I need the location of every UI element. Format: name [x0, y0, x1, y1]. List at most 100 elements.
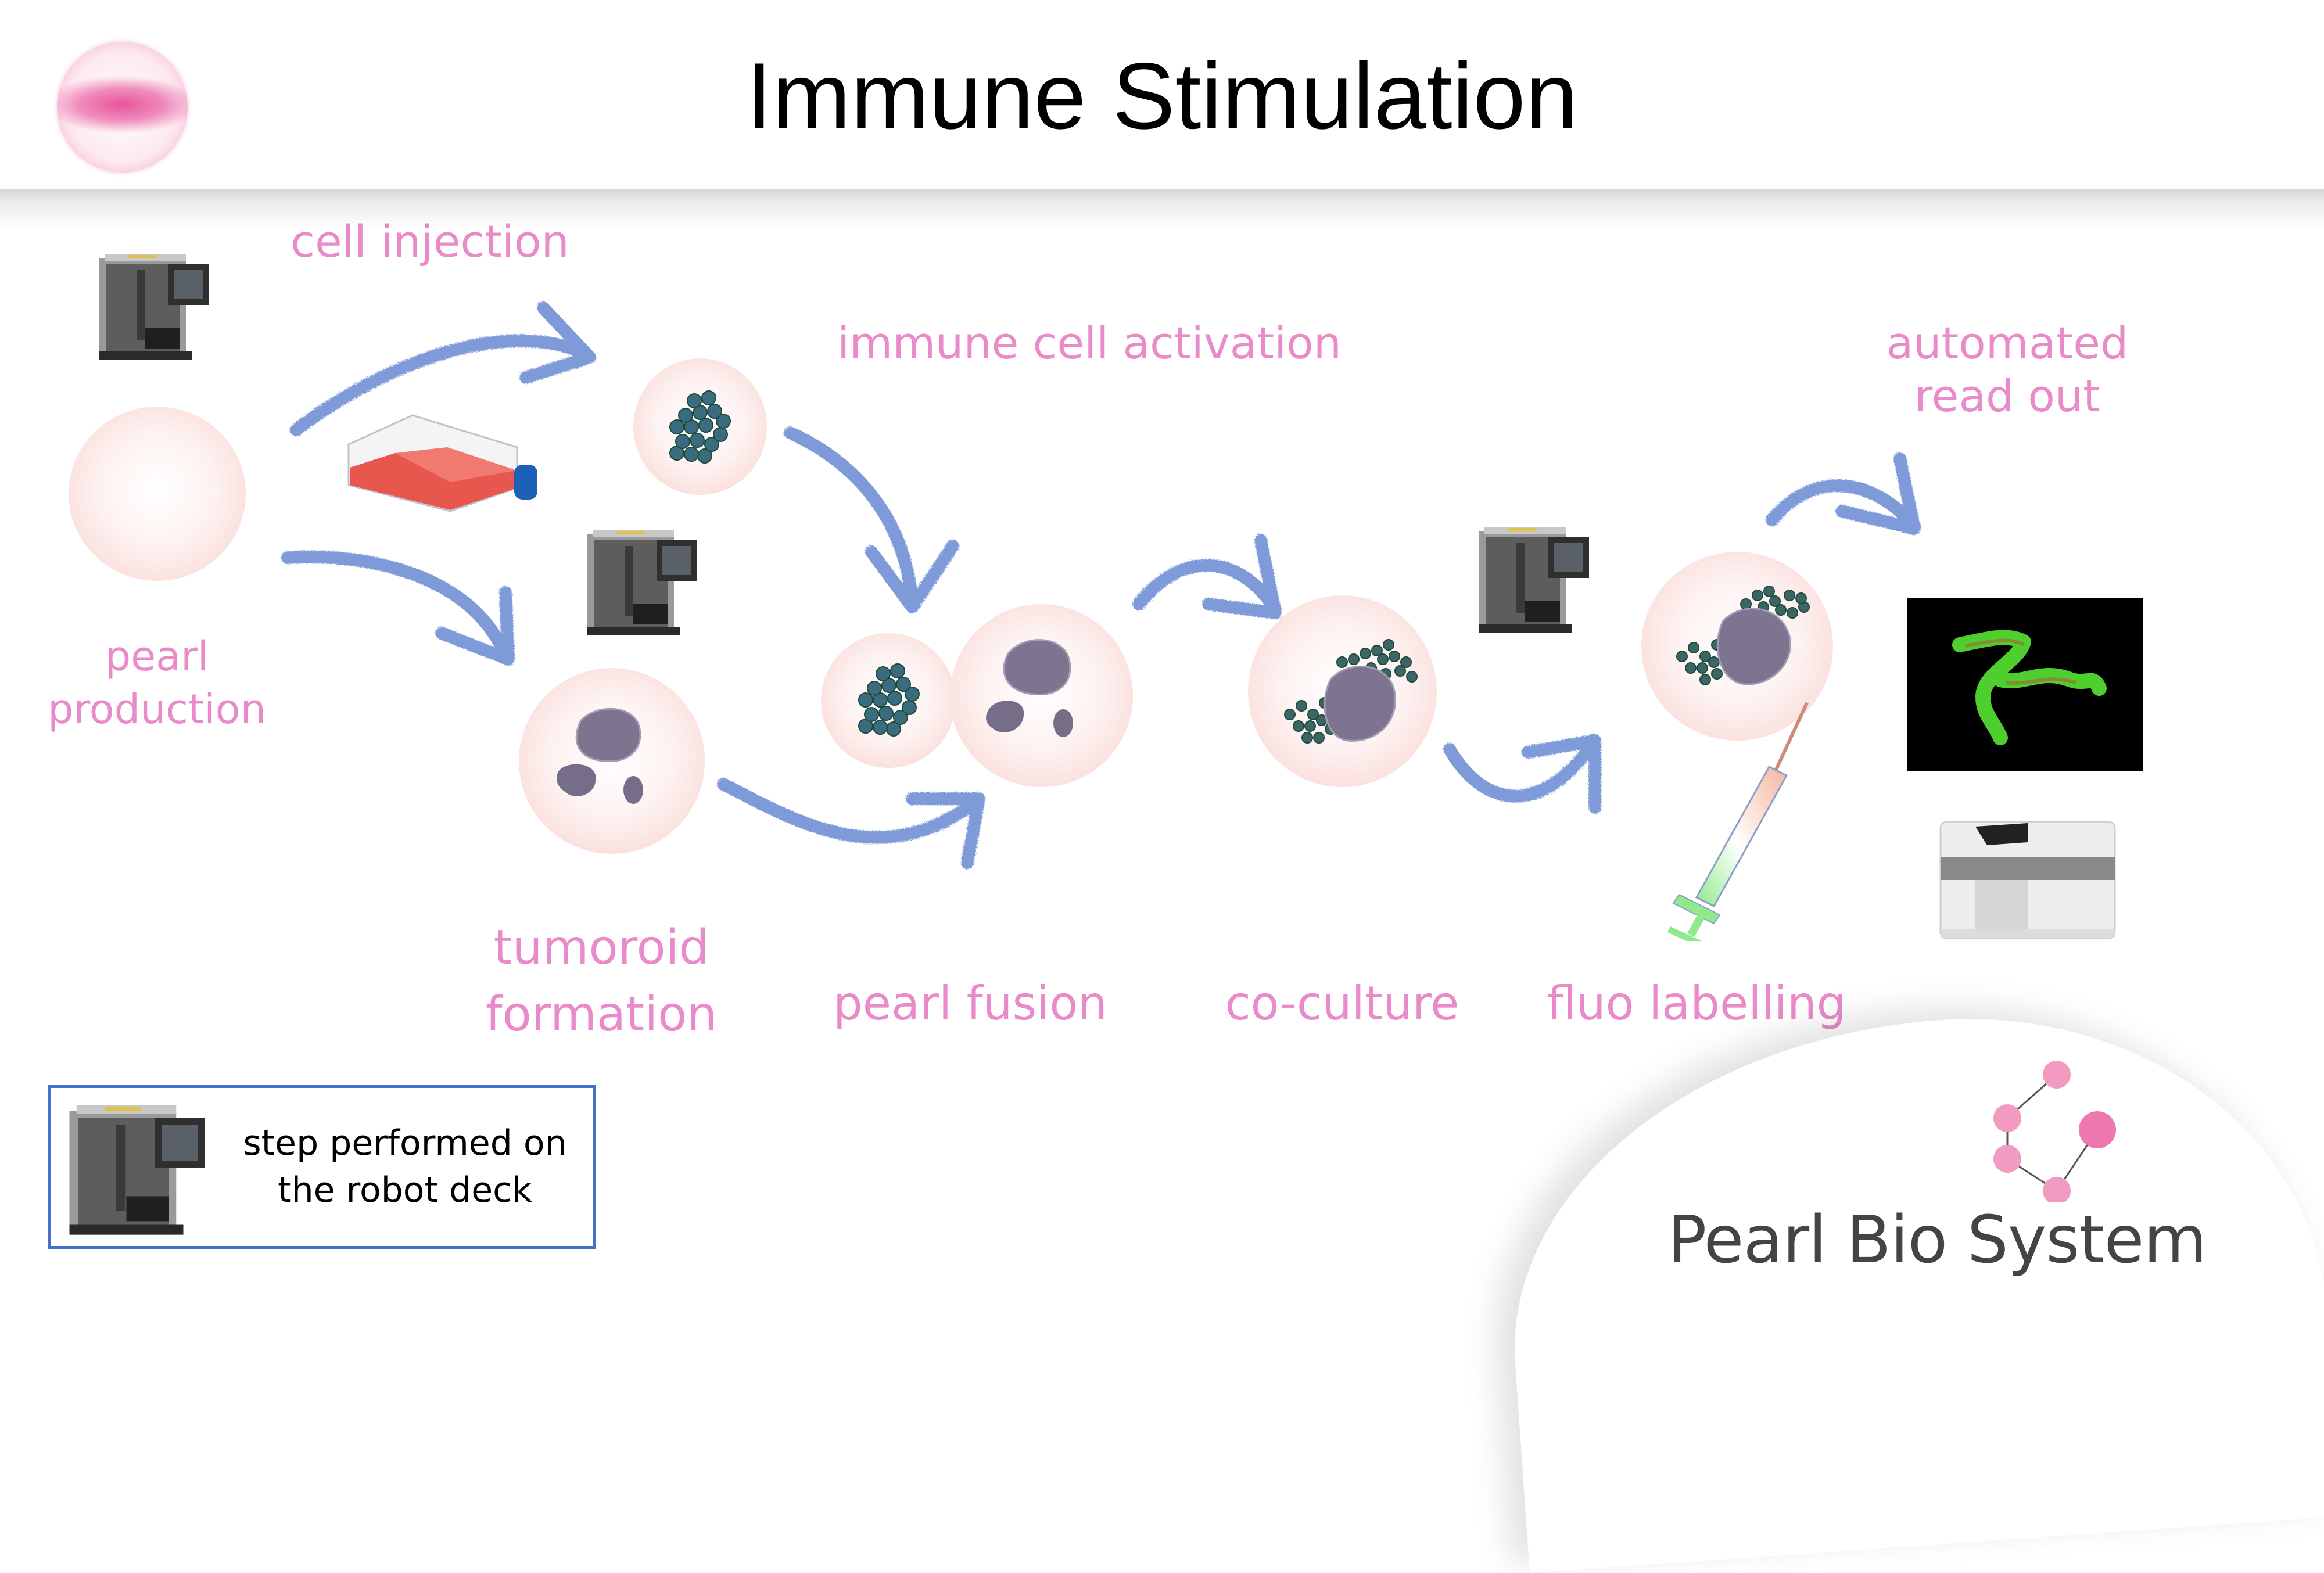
immune-cell	[675, 434, 690, 449]
immune-cell	[713, 427, 728, 442]
fluorescent-tumoroid	[1952, 630, 2107, 745]
immune-cell	[1711, 668, 1723, 680]
legend-line: step performed on	[243, 1123, 567, 1163]
label-fluo-labelling: fluo labelling	[1547, 976, 1846, 1030]
arrow-to-tumoroid	[281, 550, 515, 666]
immune-cell	[878, 706, 894, 721]
label-cell-injection: cell injection	[290, 216, 569, 267]
immune-cell	[1752, 590, 1763, 601]
label-immune-cell-activation: immune cell activation	[837, 317, 1342, 369]
empty-pearl	[69, 407, 246, 581]
arrow-to-co-culture	[1132, 534, 1282, 619]
immune-cells-cluster	[669, 390, 731, 464]
brand-name: Pearl Bio System	[1667, 1202, 2207, 1278]
immune-cell	[690, 433, 705, 448]
immune-cell	[687, 393, 702, 408]
robot-icon	[587, 530, 697, 635]
immune-cell	[896, 677, 911, 692]
immune-cell	[678, 408, 693, 423]
immune-cell	[1383, 639, 1394, 651]
label-line: tumoroid	[493, 920, 709, 975]
immune-cell	[1348, 653, 1360, 665]
culture-flask-icon	[347, 414, 537, 512]
immune-cells-cluster	[858, 663, 920, 737]
immune-cell	[1795, 592, 1807, 604]
immune-cell	[1676, 651, 1688, 662]
immune-cell	[1699, 674, 1711, 685]
label-line: formation	[485, 986, 718, 1042]
arrow-to-fusion-bottom	[717, 778, 985, 869]
robot-icon	[99, 254, 209, 360]
molecule-logo-icon	[1993, 1061, 2116, 1202]
plate-reader-icon	[1939, 821, 2116, 939]
arrow-to-immune-pearl	[290, 301, 596, 436]
immune-cell	[1775, 604, 1787, 616]
immune-cell	[876, 666, 891, 681]
immune-cell	[1307, 709, 1319, 720]
pearl-logo-icon	[57, 42, 188, 173]
arrow-to-fusion-top	[784, 426, 959, 613]
immune-cell	[1284, 709, 1296, 720]
immune-cell	[1699, 651, 1711, 662]
immune-cell	[1293, 720, 1304, 732]
immune-cell	[698, 418, 713, 433]
label-pearl-production: pearl production	[23, 630, 290, 736]
immune-cell	[669, 419, 684, 434]
legend-box: step performed on the robot deck	[48, 1085, 596, 1249]
label-line: automated	[1886, 317, 2129, 369]
immune-cell	[1336, 656, 1348, 668]
fluorescence-microscopy-image	[1907, 598, 2143, 771]
immune-cell	[1685, 662, 1697, 674]
immune-cell	[1360, 648, 1371, 659]
immune-cell	[1301, 732, 1313, 744]
immune-cell	[1296, 700, 1307, 712]
syringe-icon	[1667, 702, 1809, 941]
co-culture-cells	[1284, 639, 1418, 744]
label-co-culture: co-culture	[1225, 976, 1459, 1030]
immune-cell	[707, 404, 722, 419]
immune-cell	[887, 691, 902, 706]
immune-cell	[890, 663, 905, 678]
slide-title: Immune Stimulation	[746, 44, 1578, 149]
immune-cell	[1400, 656, 1412, 668]
immune-cell	[902, 700, 917, 715]
immune-cell	[1389, 651, 1400, 662]
immune-cell	[1769, 595, 1781, 607]
immune-cell	[1377, 653, 1389, 665]
immune-cell	[1304, 720, 1316, 732]
immune-cell	[905, 687, 920, 702]
robot-icon	[69, 1105, 205, 1235]
tumoroid-cells	[986, 639, 1073, 737]
immune-cell	[1394, 665, 1406, 677]
slide-header	[0, 0, 2324, 189]
immune-cell	[1740, 598, 1752, 610]
immune-cell	[716, 414, 731, 429]
immune-cell	[1406, 671, 1418, 683]
immune-cell	[1371, 645, 1383, 656]
immune-cell	[684, 447, 699, 462]
immune-cell	[893, 710, 908, 725]
immune-cell	[873, 720, 888, 735]
immune-cell	[1784, 590, 1795, 601]
fusion-tumoroid-pearl	[950, 604, 1133, 787]
immune-cell	[1688, 642, 1699, 653]
legend-line: the robot deck	[278, 1170, 532, 1211]
label-line: read out	[1914, 370, 2100, 422]
label-line: production	[48, 685, 266, 733]
legend-description: step performed on the robot deck	[236, 1120, 573, 1214]
robot-icon	[1479, 527, 1589, 633]
immune-cell	[1697, 662, 1708, 674]
immune-cell	[1708, 656, 1720, 668]
header-divider	[0, 189, 2324, 229]
immune-cell	[858, 692, 873, 708]
label-pearl-fusion: pearl fusion	[833, 976, 1107, 1030]
immune-cell	[1787, 607, 1798, 619]
immune-cell	[704, 437, 719, 452]
arrow-to-readout	[1766, 452, 1921, 535]
immune-cell	[867, 681, 882, 696]
labelled-cells	[1676, 586, 1810, 685]
immune-cell	[701, 390, 716, 405]
immune-cell	[864, 707, 879, 722]
immune-cell	[1313, 732, 1325, 744]
label-tumoroid-formation: tumoroid formation	[453, 915, 749, 1048]
